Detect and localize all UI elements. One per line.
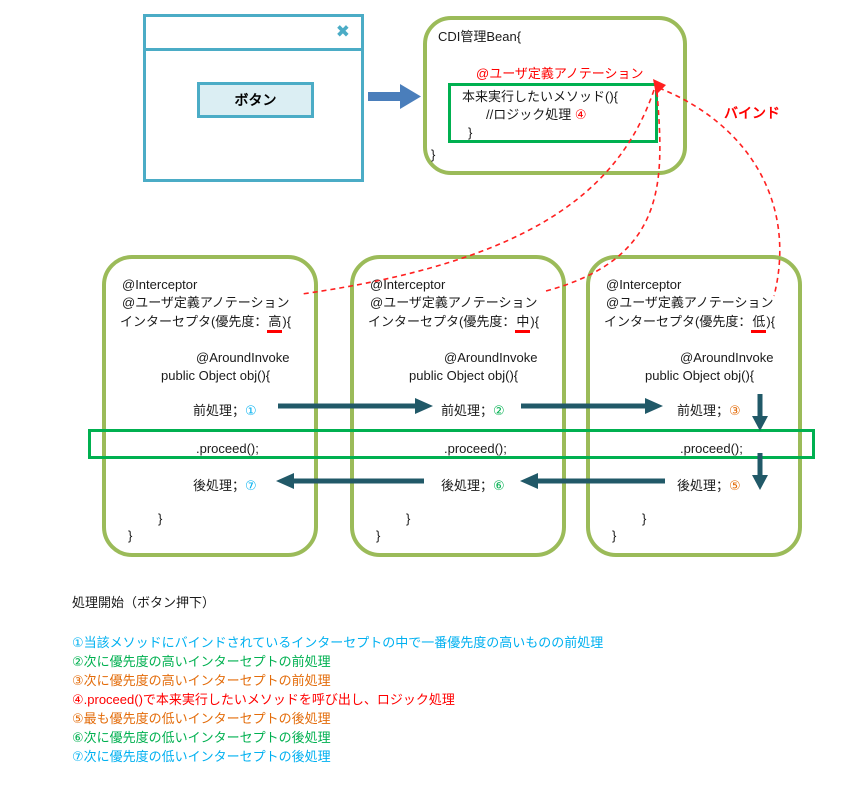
interceptor-box-low: @Interceptor @ユーザ定義アノテーション インターセプタ(優先度：低…	[586, 255, 802, 557]
proceed-statement: .proceed();	[196, 441, 259, 456]
close-icon[interactable]: ✖	[335, 22, 350, 41]
interceptor-box-high: @Interceptor @ユーザ定義アノテーション インターセプタ(優先度：高…	[102, 255, 318, 557]
action-button[interactable]: ボタン	[197, 82, 314, 118]
window-titlebar: ✖	[146, 17, 361, 51]
header-pre: インターセプタ(優先度：	[120, 314, 268, 329]
bean-user-annotation: @ユーザ定義アノテーション	[476, 66, 644, 81]
outer-close-brace: }	[128, 528, 133, 543]
pre-process-label: 前処理；	[441, 403, 494, 418]
interceptor-method-signature: public Object obj(){	[161, 368, 271, 383]
pre-process-label: 前処理；	[677, 403, 730, 418]
post-process-label: 後処理；	[193, 478, 246, 493]
bean-title: CDI管理Bean{	[438, 29, 522, 44]
note-item-6: ⑥次に優先度の低いインターセプトの後処理	[72, 730, 331, 745]
priority-high: 高	[267, 314, 283, 333]
note-item-4: ④.proceed()で本来実行したいメソッドを呼び出し、ロジック処理	[72, 692, 455, 707]
interceptor-header: インターセプタ(優先度：中){	[368, 314, 540, 333]
post-process-line: 後処理；⑥	[441, 478, 505, 493]
header-pre: インターセプタ(優先度：	[368, 314, 516, 329]
bean-close-brace: }	[431, 147, 436, 162]
pre-process-line: 前処理；③	[677, 403, 741, 418]
step-5-badge: ⑤	[729, 478, 741, 493]
interceptor-annotation: @ユーザ定義アノテーション	[606, 295, 774, 310]
step-6-badge: ⑥	[493, 478, 505, 493]
priority-low: 低	[751, 314, 767, 333]
interceptor-header: インターセプタ(優先度：低){	[604, 314, 776, 333]
flow-arrow-icon	[368, 84, 421, 109]
target-method-signature: 本来実行したいメソッド(){	[462, 89, 619, 104]
outer-close-brace: }	[376, 528, 381, 543]
interceptor-decorator: @Interceptor	[370, 277, 446, 292]
around-invoke-annotation: @AroundInvoke	[196, 350, 290, 365]
around-invoke-annotation: @AroundInvoke	[444, 350, 538, 365]
priority-middle: 中	[515, 314, 531, 333]
bind-label: バインド	[724, 105, 780, 121]
logic-comment: //ロジック処理 ④	[486, 107, 587, 122]
inner-close-brace: }	[406, 511, 411, 526]
step-3-badge: ③	[729, 403, 741, 418]
post-process-label: 後処理；	[677, 478, 730, 493]
step-2-badge: ②	[493, 403, 505, 418]
step-4-badge: ④	[574, 107, 587, 122]
notes-title: 処理開始（ボタン押下）	[72, 595, 216, 610]
header-post: ){	[282, 314, 292, 329]
note-item-7: ⑦次に優先度の低いインターセプトの後処理	[72, 749, 331, 764]
note-item-2: ②次に優先度の高いインターセプトの前処理	[72, 654, 331, 669]
notes-list: ①当該メソッドにバインドされているインターセプトの中で一番優先度の高いものの前処…	[72, 633, 603, 766]
post-process-label: 後処理；	[441, 478, 494, 493]
proceed-statement: .proceed();	[680, 441, 743, 456]
interceptor-header: インターセプタ(優先度：高){	[120, 314, 292, 333]
method-close-brace: }	[468, 125, 473, 140]
inner-close-brace: }	[642, 511, 647, 526]
header-post: ){	[766, 314, 776, 329]
interceptor-box-middle: @Interceptor @ユーザ定義アノテーション インターセプタ(優先度：中…	[350, 255, 566, 557]
header-pre: インターセプタ(優先度：	[604, 314, 752, 329]
header-post: ){	[530, 314, 540, 329]
pre-process-label: 前処理；	[193, 403, 246, 418]
post-process-line: 後処理；⑦	[193, 478, 257, 493]
step-7-badge: ⑦	[245, 478, 257, 493]
around-invoke-annotation: @AroundInvoke	[680, 350, 774, 365]
step-1-badge: ①	[245, 403, 257, 418]
interceptor-decorator: @Interceptor	[606, 277, 682, 292]
pre-process-line: 前処理；①	[193, 403, 257, 418]
proceed-highlight-band	[88, 429, 815, 459]
inner-close-brace: }	[158, 511, 163, 526]
interceptor-annotation: @ユーザ定義アノテーション	[370, 295, 538, 310]
interceptor-annotation: @ユーザ定義アノテーション	[122, 295, 290, 310]
pre-process-line: 前処理；②	[441, 403, 505, 418]
proceed-statement: .proceed();	[444, 441, 507, 456]
interceptor-decorator: @Interceptor	[122, 277, 198, 292]
logic-comment-text: //ロジック処理	[486, 107, 575, 122]
note-item-3: ③次に優先度の高いインターセプトの前処理	[72, 673, 331, 688]
outer-close-brace: }	[612, 528, 617, 543]
note-item-1: ①当該メソッドにバインドされているインターセプトの中で一番優先度の高いものの前処…	[72, 635, 604, 650]
interceptor-method-signature: public Object obj(){	[409, 368, 519, 383]
interceptor-method-signature: public Object obj(){	[645, 368, 755, 383]
note-item-5: ⑤最も優先度の低いインターセプトの後処理	[72, 711, 331, 726]
post-process-line: 後処理；⑤	[677, 478, 741, 493]
